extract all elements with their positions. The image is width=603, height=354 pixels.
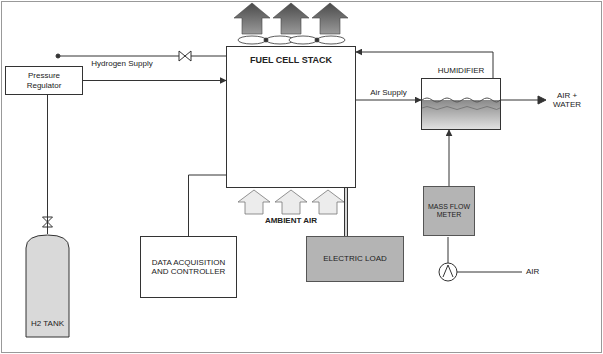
air-pump xyxy=(439,237,522,281)
ambient-air-arrows xyxy=(238,190,344,214)
node-label: MASS FLOW METER xyxy=(428,203,470,219)
node-label: Pressure Regulator xyxy=(10,71,78,89)
meter-box: MASS FLOW METER xyxy=(423,186,475,236)
fuel-cell-stack: FUEL CELL STACK xyxy=(226,46,356,188)
humidifier-water xyxy=(422,98,500,129)
node-label: ELECTRIC LOAD xyxy=(323,254,387,263)
node-label: FUEL CELL STACK xyxy=(250,55,332,65)
node-label: DATA ACQUISITION AND CONTROLLER xyxy=(145,258,232,276)
connector xyxy=(189,175,227,236)
node-label: HUMIDIFIER xyxy=(422,66,500,75)
regulator-box: Pressure Regulator xyxy=(5,66,83,95)
connector xyxy=(356,100,421,101)
humidifier-box: HUMIDIFIER xyxy=(421,78,501,130)
connector xyxy=(344,188,348,236)
region-label: AMBIENT AIR xyxy=(265,216,317,225)
wire-gap xyxy=(345,188,347,236)
connector xyxy=(449,130,450,186)
gas-tank: H2 TANK xyxy=(25,234,70,338)
edge-label: Air Supply xyxy=(370,88,406,97)
connector xyxy=(47,95,48,234)
connector xyxy=(83,80,226,81)
controller-box: DATA ACQUISITION AND CONTROLLER xyxy=(140,236,237,298)
load-box: ELECTRIC LOAD xyxy=(306,236,404,282)
flow-label: AIR + WATER xyxy=(549,91,585,109)
node-label: H2 TANK xyxy=(31,319,64,328)
flow-label: AIR xyxy=(526,267,539,276)
line-label: Hydrogen Supply xyxy=(91,59,152,68)
outlet-line xyxy=(501,96,546,104)
fan xyxy=(238,36,345,44)
exhaust-arrows xyxy=(234,3,348,34)
